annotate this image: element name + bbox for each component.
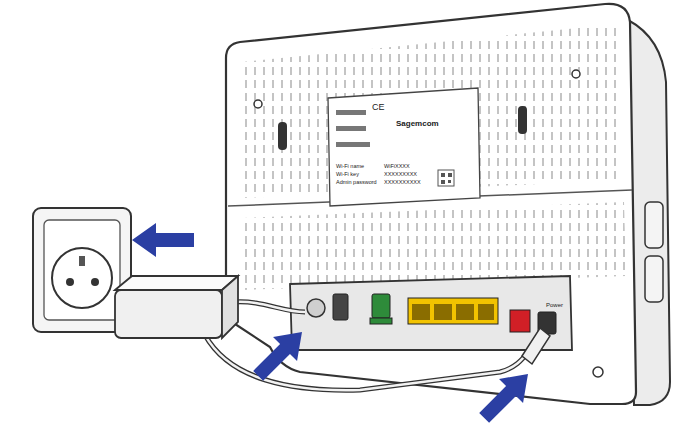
qr-code [438, 170, 454, 186]
phone-port [333, 294, 348, 320]
lan-ports [408, 298, 498, 324]
power-cable [205, 335, 528, 390]
dc-plug [522, 328, 550, 364]
pointer-arrow [132, 223, 194, 257]
printed-label: XXXXXXXXXX [384, 180, 421, 186]
mount-hole [572, 70, 580, 78]
pointer-arrow [246, 320, 314, 388]
mount-hole [254, 100, 262, 108]
barcode [336, 126, 366, 131]
barcode [336, 142, 370, 147]
keyhole-slot [518, 106, 527, 134]
printed-label: CE [372, 103, 385, 112]
keyhole-slot [278, 122, 287, 150]
product-sticker [328, 88, 480, 206]
printed-label: Admin password [336, 180, 377, 186]
barcode [336, 110, 366, 115]
power-adapter [115, 276, 238, 290]
printed-label: Sagemcom [396, 120, 439, 128]
printed-label: XXXXXXXXX [384, 172, 417, 178]
side-button [645, 202, 663, 248]
wan-port [510, 310, 530, 332]
printed-label: Wi-Fi key [336, 172, 359, 178]
printed-label: Power [546, 302, 563, 308]
round-port [307, 299, 325, 317]
side-button [645, 256, 663, 302]
port-panel [290, 276, 572, 350]
router-back [226, 4, 636, 404]
printed-label: WiFiXXXX [384, 164, 410, 170]
printed-label: Wi-Fi name [336, 164, 364, 170]
pointer-arrow [472, 362, 540, 430]
socket [52, 248, 112, 308]
green-port [372, 294, 390, 318]
